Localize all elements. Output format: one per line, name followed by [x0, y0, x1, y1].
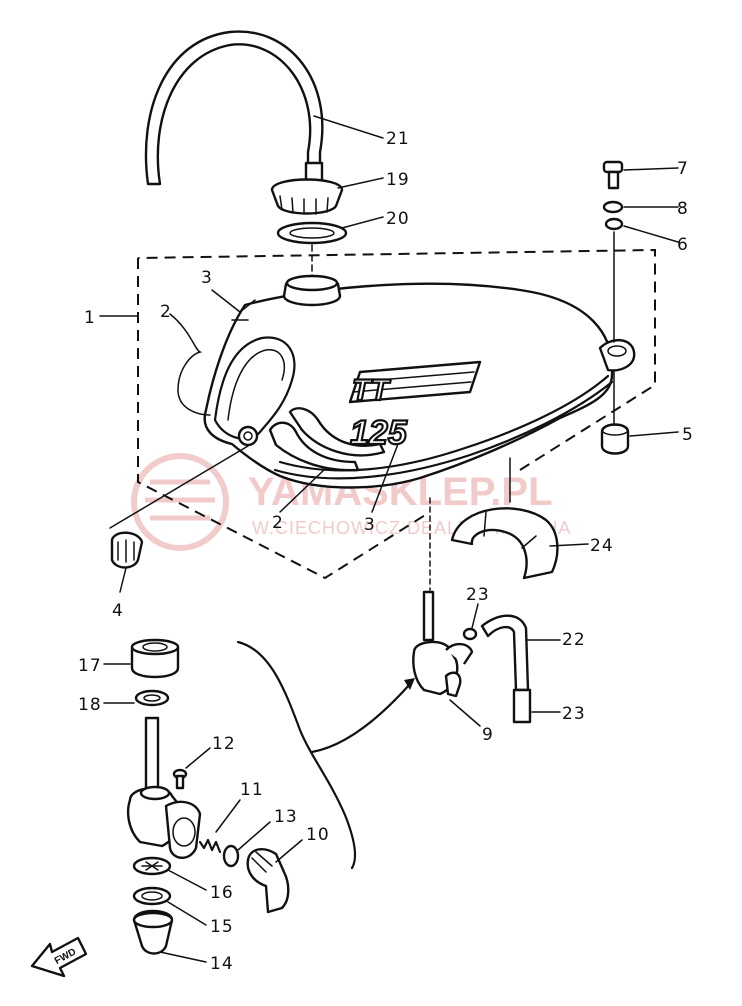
callout-4: 4 [112, 601, 124, 621]
callout-3-top: 3 [201, 268, 213, 288]
assembly-boundary [137, 248, 656, 580]
bolt-7 [602, 160, 679, 190]
callout-9: 9 [482, 725, 494, 745]
fuel-cock-assembly-9 [412, 590, 481, 727]
callout-17: 17 [78, 656, 102, 676]
callout-21: 21 [386, 129, 410, 149]
damper-4 [110, 531, 144, 593]
callout-19: 19 [386, 170, 410, 190]
detail-arrow [310, 682, 412, 754]
detail-bracket [236, 640, 357, 870]
damper-5 [600, 423, 679, 455]
decal-model-top: TT [352, 374, 391, 407]
washer-8 [602, 200, 679, 214]
callout-labels: 1 2 2 3 3 4 5 6 7 8 9 10 11 12 13 14 15 … [78, 129, 694, 974]
fuel-hose-22 [480, 614, 561, 692]
callout-13: 13 [274, 807, 298, 827]
lever-10 [246, 839, 303, 914]
callout-12: 12 [212, 734, 236, 754]
callout-6: 6 [677, 235, 689, 255]
screw-12 [172, 747, 211, 790]
fuel-cap-19 [270, 161, 384, 215]
breather-hose-21 [144, 30, 384, 186]
callout-16: 16 [210, 883, 234, 903]
damper-band-24 [450, 457, 589, 580]
o-ring-18 [103, 689, 170, 707]
callout-10: 10 [306, 825, 330, 845]
strainer-16 [132, 856, 207, 891]
callout-23-bottom: 23 [562, 704, 586, 724]
decal-model-num: 125 [350, 414, 408, 452]
callout-8: 8 [677, 199, 689, 219]
hose-clip-23-top [462, 603, 479, 641]
callout-15: 15 [210, 917, 234, 937]
nut-17 [103, 638, 180, 679]
callout-1: 1 [84, 308, 96, 328]
emblem-2-rear [268, 407, 386, 472]
callout-2-bottom: 2 [272, 513, 284, 533]
spring-11 [198, 799, 241, 854]
callout-5: 5 [682, 425, 694, 445]
model-decal-3: TT 125 [348, 360, 482, 453]
cap-gasket-20 [276, 216, 384, 245]
callout-20: 20 [386, 209, 410, 229]
callout-2-top: 2 [160, 302, 172, 322]
callout-3-bottom: 3 [364, 515, 376, 535]
hose-clip-23-bottom [512, 688, 561, 724]
fuel-cock-body [126, 716, 202, 859]
callout-11: 11 [240, 780, 264, 800]
callout-14: 14 [210, 954, 234, 974]
watermark-logo-icon [131, 453, 229, 551]
o-ring-13 [222, 821, 271, 868]
callout-24: 24 [590, 536, 614, 556]
callout-22: 22 [562, 630, 586, 650]
callout-7: 7 [677, 159, 689, 179]
collar-6 [604, 217, 679, 243]
gasket-15 [132, 886, 207, 926]
fuel-cup-14 [132, 909, 207, 963]
callout-23-top: 23 [466, 585, 490, 605]
callout-18: 18 [78, 695, 102, 715]
forward-arrow-icon: FWD [30, 936, 88, 978]
